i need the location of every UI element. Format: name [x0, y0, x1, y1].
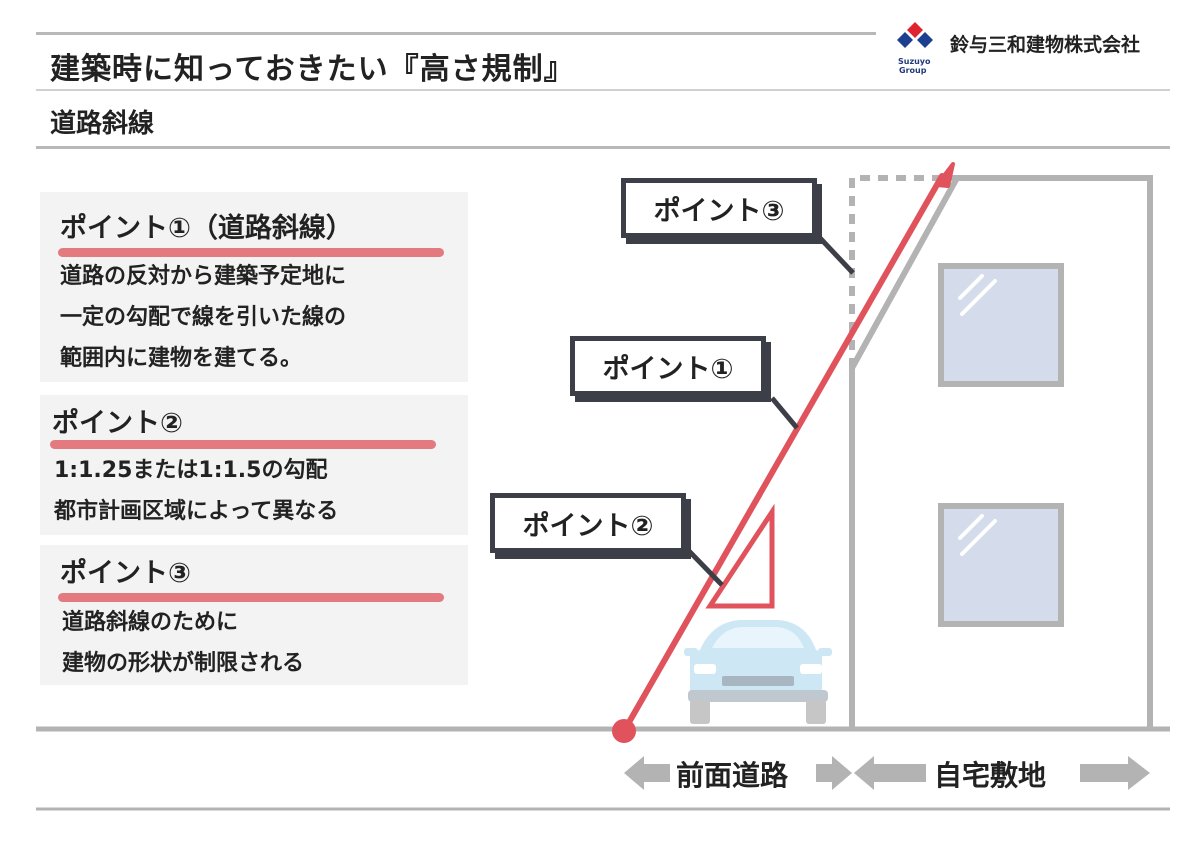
subtitle-rule: [36, 146, 1170, 149]
slope-ratio-triangle: [705, 503, 775, 609]
original-roofline-dashed: [849, 175, 957, 368]
site-arrow-right-icon: [1080, 756, 1150, 790]
point-card-1-body: 道路の反対から建築予定地に 一定の勾配で線を引いた線の 範囲内に建物を建てる。: [60, 256, 346, 379]
point-card-2-body: 1:1.25または1:1.5の勾配 都市計画区域によって異なる: [54, 450, 338, 532]
point-card-2-line-1: 1:1.25または1:1.5の勾配: [54, 458, 328, 483]
top-rule: [36, 32, 876, 35]
own-site-label: 自宅敷地: [934, 759, 1047, 792]
point-card-2-line-2: 都市計画区域によって異なる: [54, 499, 339, 524]
road-slope-line: [621, 173, 945, 734]
point-card-1: ポイント①（道路斜線） 道路の反対から建築予定地に 一定の勾配で線を引いた線の …: [40, 192, 468, 382]
callout-point-2: ポイント②: [490, 493, 686, 553]
logo-suzuyo: Suzuyo: [898, 57, 931, 66]
title-rule: [36, 89, 1170, 91]
callout-point-3: ポイント③: [621, 178, 817, 238]
point-card-1-title: ポイント①（道路斜線）: [60, 213, 353, 244]
company-name: 鈴与三和建物株式会社: [950, 34, 1141, 56]
point-card-3-underline: [58, 593, 444, 602]
window-lower-icon: [938, 503, 1064, 627]
car-icon: [684, 620, 832, 724]
site-arrow-left-icon: [854, 756, 926, 790]
section-subtitle: 道路斜線: [50, 109, 155, 139]
window-upper-icon: [938, 263, 1064, 387]
point-card-3-line-1: 道路斜線のために: [62, 610, 239, 635]
front-road-label: 前面道路: [676, 759, 789, 792]
point-card-2: ポイント② 1:1.25または1:1.5の勾配 都市計画区域によって異なる: [40, 395, 468, 535]
point-card-1-line-2: 一定の勾配で線を引いた線の: [60, 305, 347, 330]
callout-point-1: ポイント①: [570, 336, 766, 396]
point-card-1-underline: [58, 248, 444, 257]
slope-arrowhead-icon: [935, 162, 955, 188]
logo-group: Group: [899, 66, 927, 75]
point-card-3-line-2: 建物の形状が制限される: [62, 651, 305, 676]
point-card-1-line-3: 範囲内に建物を建てる。: [60, 346, 303, 371]
point-card-2-underline: [50, 440, 436, 449]
page-title: 建築時に知っておきたい『高さ規制』: [50, 52, 575, 87]
callout-2-leader: [686, 548, 724, 587]
slope-origin-dot: [612, 719, 636, 743]
callout-1-leader: [770, 396, 799, 430]
point-card-2-title: ポイント②: [52, 408, 183, 439]
point-card-3: ポイント③ 道路斜線のために 建物の形状が制限される: [40, 545, 468, 685]
callout-3-leader: [818, 236, 855, 275]
logo-mark-icon: [897, 22, 933, 48]
point-card-1-line-1: 道路の反対から建築予定地に: [60, 264, 347, 289]
point-card-3-title: ポイント③: [60, 558, 191, 589]
point-card-3-body: 道路斜線のために 建物の形状が制限される: [62, 602, 304, 684]
road-arrow-left-icon: [624, 756, 670, 790]
road-arrow-right-icon: [816, 756, 852, 790]
